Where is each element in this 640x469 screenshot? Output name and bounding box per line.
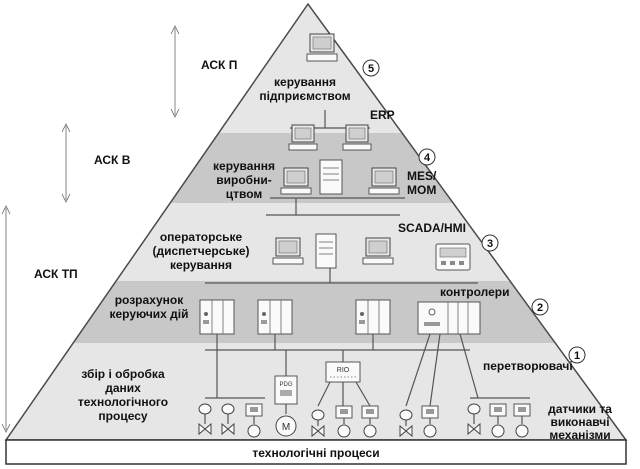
level-3-label-line-1: операторське [160, 230, 243, 244]
sensor-5-icon [489, 403, 507, 438]
ask-v-label: АСК В [94, 153, 131, 167]
sensor-1-icon [245, 403, 263, 438]
level-1-label-line-2: даних [105, 381, 141, 395]
sensors-actuators-label-line-1: датчики та [548, 402, 612, 416]
ask-v-arrow-bottom [61, 193, 71, 203]
level-1-label-line-1: збір і обробка [81, 367, 165, 381]
field-wire-c2 [429, 333, 441, 407]
controllers-label: контролери [440, 285, 510, 299]
level-2-label-line-1: розрахунок [115, 293, 185, 307]
valve-2-icon [221, 403, 235, 436]
hmi-panel-icon [435, 243, 471, 271]
scada-hmi-label: SCADA/HMI [398, 221, 466, 235]
level-3-number-circle [481, 234, 499, 252]
scada-server-icon [315, 233, 337, 269]
sensors-actuators-label-line-3: механізми [549, 428, 610, 442]
base-label: технологічні процеси [252, 446, 379, 460]
level-1-label-line-3: технологічного [78, 395, 168, 409]
level-1-label-line-4: процесу [98, 409, 147, 423]
field-wire-b1 [317, 381, 331, 407]
mes-label-line-1: MES/ [407, 169, 437, 183]
level-3: операторське (диспетчерське) керування S… [152, 198, 499, 284]
sensor-2-icon [335, 405, 353, 438]
plc-3-icon [355, 299, 391, 335]
field-wire-b3 [355, 381, 371, 407]
level-5: керування підприємством 5 ERP [259, 33, 395, 122]
level-4-label-line-3: цтвом [226, 187, 263, 201]
mes-label-line-2: MOM [407, 183, 436, 197]
level-2: розрахунок керуючих дій контролери 2 [110, 285, 549, 351]
erp-computer-right-icon [342, 124, 372, 151]
ask-tp-arrow-bottom [1, 423, 11, 433]
valve-4-icon [399, 409, 413, 438]
motor-icon [275, 415, 297, 437]
ask-p-arrow-bottom [170, 108, 180, 118]
sensor-6-icon [513, 403, 531, 438]
ask-tp-group: АСК ТП [1, 205, 78, 433]
level-4-number: 4 [424, 152, 431, 164]
sensors-actuators-label-line-2: виконавчі [550, 415, 609, 429]
ask-v-group: АСК В [61, 123, 131, 203]
erp-computer-left-icon [288, 124, 318, 151]
scada-computer-left-icon [272, 237, 304, 265]
sensor-3-icon [361, 405, 379, 438]
level-2-label-line-2: керуючих дій [110, 307, 189, 321]
ask-tp-arrow-top [1, 205, 11, 215]
valve-3-icon [311, 409, 325, 438]
level-1-number-circle [568, 346, 586, 364]
valve-1-icon [198, 403, 212, 436]
erp-label: ERP [370, 108, 395, 122]
level-3-number: 3 [487, 238, 493, 250]
rio-module-icon: RIO [325, 361, 361, 383]
ask-p-arrow-top [170, 25, 180, 35]
mes-server-icon [319, 159, 343, 195]
plc-1-icon [199, 299, 235, 335]
level-4-number-circle [418, 148, 436, 166]
field-wire-c3 [459, 333, 479, 399]
level-4-label-line-2: виробни- [216, 173, 271, 187]
base-bar [5, 439, 627, 465]
pdg-label: PDG [279, 382, 292, 388]
level-1-number: 1 [574, 350, 580, 362]
ask-v-arrow-top [61, 123, 71, 133]
level-2-number-circle [531, 298, 549, 316]
level-5-label-line-1: керування [274, 75, 336, 89]
converters-label: перетворювачі [483, 359, 573, 373]
plc-large-icon [417, 301, 481, 335]
motor-label: M [282, 422, 290, 433]
level-4-label-line-1: керування [213, 159, 275, 173]
level-2-number: 2 [537, 302, 543, 314]
valve-5-icon [467, 403, 481, 436]
level-5-label-line-2: підприємством [259, 89, 350, 103]
ask-tp-label: АСК ТП [34, 267, 78, 281]
rio-label: RIO [337, 367, 350, 374]
field-wire-c1 [405, 333, 431, 407]
level-1: збір і обробка даних технологічного проц… [78, 333, 612, 442]
level-5-number-circle [362, 59, 380, 77]
level-3-label-line-2: (диспетчерське) [152, 244, 249, 258]
mes-computer-left-icon [280, 167, 312, 195]
drive-pdg-icon: PDG [274, 375, 298, 405]
level-4: керування виробни- цтвом 4 MES/ MOM [213, 110, 437, 201]
level-5-number: 5 [368, 63, 374, 75]
ask-p-group: АСК П [170, 25, 237, 118]
scada-computer-right-icon [362, 237, 394, 265]
level-3-label-line-3: керування [170, 258, 232, 272]
mes-computer-right-icon [368, 167, 400, 195]
enterprise-computer-icon [306, 33, 338, 62]
ask-p-label: АСК П [201, 58, 237, 72]
sensor-4-icon [421, 405, 439, 438]
plc-2-icon [257, 299, 293, 335]
band-level-1 [6, 343, 626, 440]
